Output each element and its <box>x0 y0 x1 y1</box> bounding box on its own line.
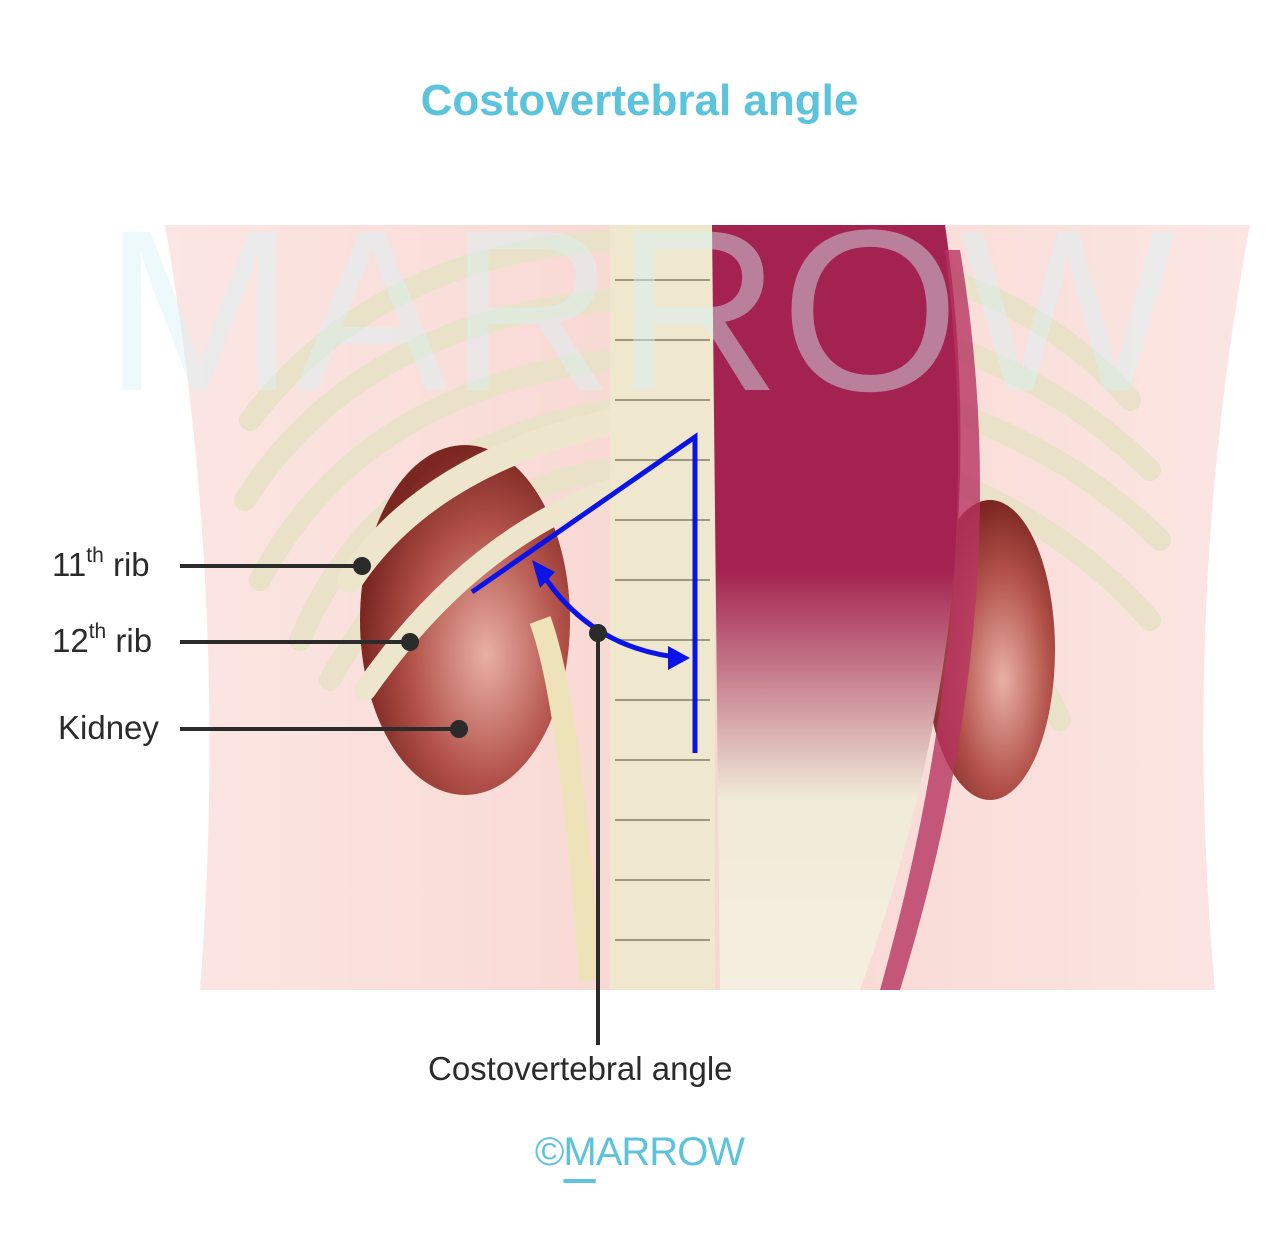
label-suffix: th <box>88 620 107 643</box>
label-12th-rib: 12th rib <box>52 621 153 659</box>
leader-lines <box>180 557 607 1045</box>
label-word: rib <box>103 546 150 583</box>
arrowhead-top <box>532 560 555 588</box>
rib-12 <box>354 479 621 701</box>
vertebrae <box>615 279 710 941</box>
ureter-bone <box>529 616 601 981</box>
label-suffix: th <box>86 544 104 567</box>
arrowhead-right <box>668 646 690 670</box>
left-kidney <box>360 445 570 795</box>
label-number: 12 <box>52 622 89 659</box>
label-11th-rib: 11th rib <box>52 545 150 583</box>
label-word: rib <box>106 622 153 659</box>
diagram-title: Costovertebral angle <box>420 76 859 125</box>
copyright-symbol: © <box>534 1130 565 1174</box>
marrow-logo: ©MARROW <box>0 1130 1279 1175</box>
erector-spinae-muscle <box>712 225 961 990</box>
lateral-muscle-band <box>880 250 980 990</box>
label-number: 11 <box>52 546 87 583</box>
label-kidney: Kidney <box>58 709 159 746</box>
logo-rest: ARROW <box>595 1130 745 1174</box>
logo-m: M <box>563 1130 596 1174</box>
watermark: MARROW <box>103 182 1176 439</box>
label-costovertebral-angle: Costovertebral angle <box>428 1050 733 1087</box>
rib-11 <box>337 407 633 593</box>
